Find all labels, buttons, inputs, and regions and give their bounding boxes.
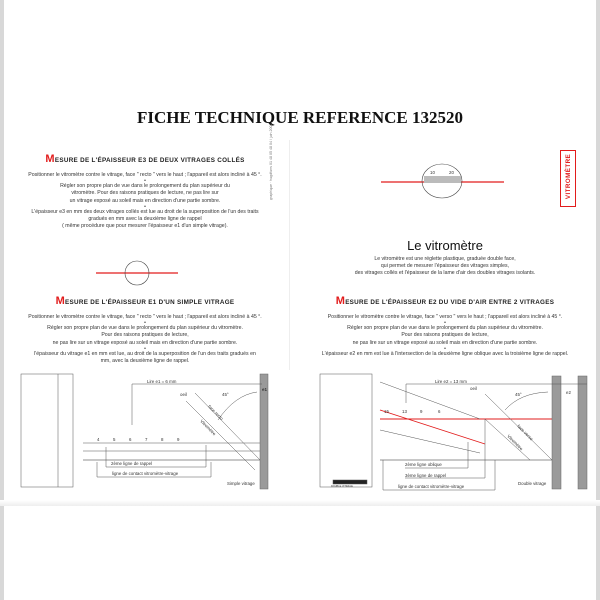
scale-label-10: 10 — [430, 170, 435, 175]
page-title: FICHE TECHNIQUE REFERENCE 132520 — [136, 108, 464, 127]
paragraph-line: • — [144, 345, 146, 352]
eye-label: oeil — [180, 392, 187, 397]
paragraph-line: ne pas lire sur un vitrage exposé au sol… — [352, 339, 538, 346]
paragraph-e2: Positionner le vitromètre contre le vitr… — [300, 314, 590, 358]
paragraph-vitrometre: Le vitromètre est une réglette plastique… — [300, 256, 590, 278]
paragraph-line: L'épaisseur e3 en mm des deux vitrages c… — [31, 208, 259, 215]
third-line-label: 3ème ligne de rappel — [405, 473, 447, 478]
vitrometre-badge: VITROMÈTRE — [560, 150, 576, 207]
lens-icon-large — [381, 163, 504, 199]
contact-line-label: ligne de contact vitromètre-vitrage — [112, 471, 179, 476]
glass-type-label: Simple vitrage — [227, 481, 255, 486]
scale-tick-label: 9 — [177, 437, 180, 442]
vitrometre-title: Le vitromètre — [407, 238, 483, 253]
scale-tick-label: 6 — [438, 409, 441, 414]
paragraph-line: Positionner le vitromètre contre le vitr… — [28, 172, 262, 178]
read-e2: Lire e2 = 13 mm — [435, 379, 467, 384]
paragraph-line: • — [144, 178, 146, 185]
heading-text: esure de l'épaisseur e1 d'un simple vitr… — [65, 299, 235, 306]
paragraph-line: mm, avec la deuxième ligne de rappel. — [100, 358, 190, 365]
paragraph-line: Pour des raisons pratiques de lecture, — [101, 332, 189, 339]
paragraph-e1: Positionner le vitromètre contre le vitr… — [0, 314, 290, 365]
paragraph-line: • — [444, 345, 446, 352]
read-e1: Lire e1 = 6 mm — [147, 379, 177, 384]
lens-icon-small — [96, 260, 178, 286]
eye-label: oeil — [470, 386, 477, 391]
paragraph-line: gradués en mm avec la deuxième ligne de … — [88, 216, 202, 223]
paragraph-e3: Positionner le vitromètre contre le vitr… — [0, 172, 290, 230]
paragraph-line: ( même procédure que pour mesurer l'épai… — [62, 223, 228, 230]
paragraph-line: Positionner le vitromètre contre le vitr… — [28, 314, 262, 320]
scale-tick-label: 8 — [161, 437, 164, 442]
paragraph-line: Régler son propre plan de vue dans le pr… — [60, 183, 230, 190]
heading-cap: M — [45, 153, 55, 165]
paragraph-line: Positionner le vitromètre contre le vitr… — [327, 314, 563, 320]
paragraph-line: Régler son propre plan de vue dans le pr… — [47, 325, 243, 332]
heading-e2: Mesure de l'épaisseur e2 du vide d'air e… — [300, 295, 590, 307]
fold-line — [289, 140, 290, 370]
glass-e2-label: e2 — [566, 390, 571, 395]
heading-text: esure de l'épaisseur e2 du vide d'air en… — [345, 299, 555, 306]
glass-type-label: Double vitrage — [518, 481, 547, 486]
scale-tick-label: 7 — [145, 437, 148, 442]
angle-label: 45° — [515, 392, 522, 397]
scale-tick-label: 9 — [420, 409, 423, 414]
paragraph-line: • — [444, 320, 446, 327]
ruler-label: DOUBLE VITRAGE — [331, 485, 353, 488]
paragraph-line: vitromètre. Pour des raisons pratiques d… — [71, 190, 219, 197]
paragraph-line: des vitrages collés et l'épaisseur de la… — [354, 270, 536, 277]
paragraph-line: Le vitromètre est une réglette plastique… — [374, 256, 516, 262]
paragraph-line: Régler son propre plan de vue dans le pr… — [347, 325, 543, 332]
scan-edge-left — [0, 0, 4, 600]
contact-line-label: ligne de contact vitromètre-vitrage — [398, 484, 465, 489]
heading-cap: M — [335, 295, 346, 307]
page-bottom-shade — [0, 500, 600, 506]
paragraph-line: qui permet de mesurer l'épaisseur des vi… — [380, 263, 510, 270]
paragraph-line: l'épaisseur du vitrage e1 en mm est lue,… — [34, 350, 256, 357]
paragraph-line: Pour des raisons pratiques de lecture, — [401, 332, 489, 339]
paragraph-line: • — [144, 320, 146, 327]
angle-label: 45° — [222, 392, 229, 397]
glass-e1-label: e1 — [262, 387, 267, 392]
oblique-line-label: 2ème ligne oblique — [405, 462, 442, 467]
scale-tick-label: 15 — [384, 409, 389, 414]
scale-tick-label: 6 — [129, 437, 132, 442]
heading-text: esure de l'épaisseur e3 de deux vitrages… — [54, 157, 245, 164]
heading-e1: Mesure de l'épaisseur e1 d'un simple vit… — [0, 295, 290, 307]
heading-cap: M — [55, 295, 66, 307]
heading-e3: Mesure de l'épaisseur e3 de deux vitrage… — [0, 153, 290, 165]
paragraph-line: ne pas lire sur un vitrage exposé au sol… — [52, 339, 238, 346]
scale-tick-label: 5 — [113, 437, 116, 442]
second-line-label: 2ème ligne de rappel — [111, 461, 153, 466]
paragraph-line: un vitrage exposé au soleil mais en dire… — [69, 197, 221, 204]
scale-label-20: 20 — [449, 170, 454, 175]
scale-tick-label: 13 — [402, 409, 407, 414]
diagram-e1 — [20, 373, 269, 490]
paragraph-line: • — [144, 203, 146, 210]
diagram-e2 — [319, 373, 588, 491]
paragraph-line: L'épaisseur e2 en mm est lue à l'interse… — [321, 350, 569, 357]
scan-edge-right — [596, 0, 600, 600]
scale-tick-label: 4 — [97, 437, 100, 442]
